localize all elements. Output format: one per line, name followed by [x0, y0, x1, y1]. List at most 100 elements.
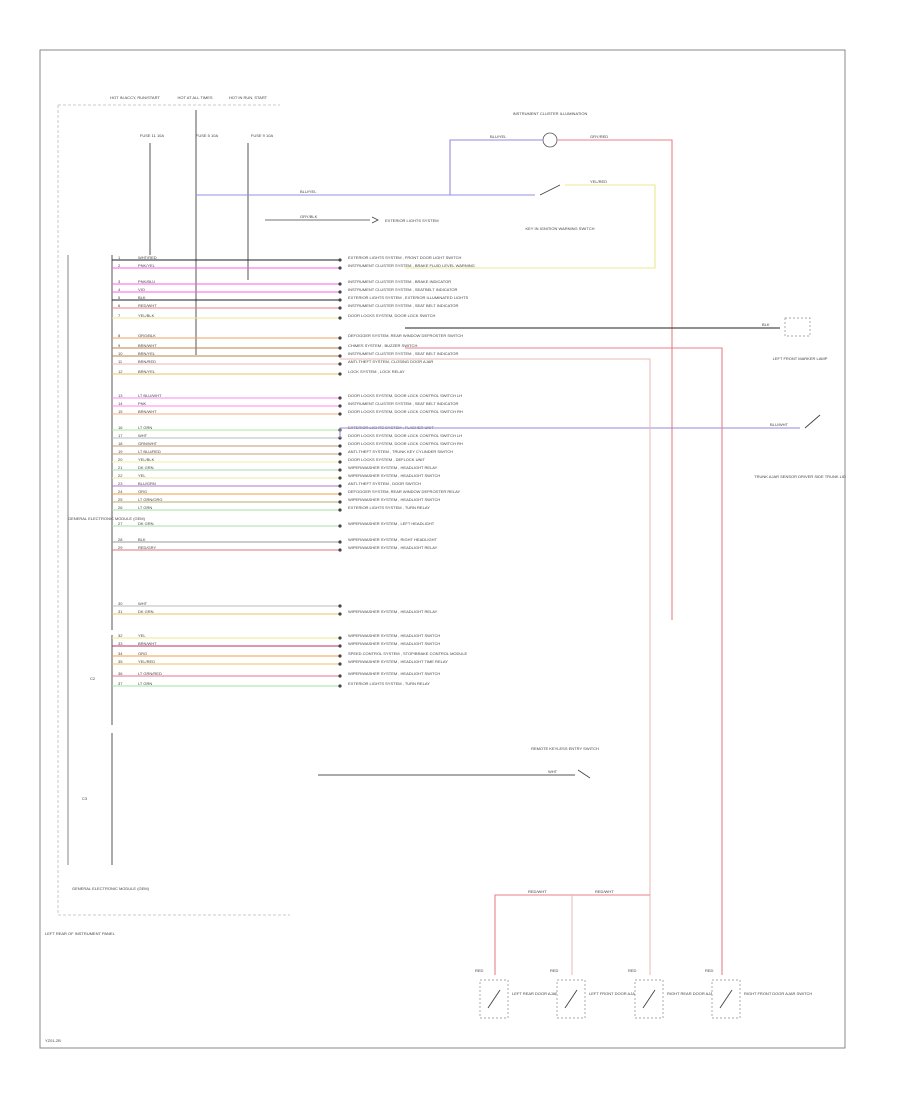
- switch-label: LEFT REAR DOOR AJAR SWITCH: [512, 991, 575, 996]
- destination-label: WIPER/WASHER SYSTEM , HEADLIGHT RELAY: [348, 465, 438, 470]
- destination-label: ANTI-THEFT SYSTEM , TRUNK KEY CYLINDER S…: [348, 449, 453, 454]
- destination-label: WIPER/WASHER SYSTEM , RIGHT HEADLIGHT: [348, 537, 437, 542]
- pin-row: 15 BRN/WHT DOOR LOCKS SYSTEM, DOOR LOCK CO…: [112, 409, 463, 416]
- connector-dot: [338, 662, 342, 666]
- pin-number: 31: [118, 609, 123, 614]
- destination-label: EXTERIOR LIGHTS SYSTEM , EXTERIOR ILLUMI…: [348, 295, 469, 300]
- connector-dot: [338, 266, 342, 270]
- remote-label: REMOTE KEYLESS ENTRY SWITCH: [531, 746, 599, 751]
- connector-dot: [338, 636, 342, 640]
- connector-dot: [338, 258, 342, 262]
- pin-row: 11 BRN/RED ANTI-THEFT SYSTEM, CLOSING DOOR…: [112, 359, 433, 366]
- connector-dot: [338, 452, 342, 456]
- wire-color-label: BRN/WHT: [138, 409, 157, 414]
- destination-label: WIPER/WASHER SYSTEM , HEADLIGHT SWITCH: [348, 497, 440, 502]
- wire-color-label: ORG: [138, 651, 147, 656]
- destination-label: WIPER/WASHER SYSTEM , HEADLIGHT SWITCH: [348, 473, 440, 478]
- pin-number: 20: [118, 457, 123, 462]
- wire-label: BLU/YEL: [300, 189, 317, 194]
- destination-label: WIPER/WASHER SYSTEM , HEADLIGHT RELAY: [348, 545, 438, 550]
- wire-color-label: YEL: [138, 633, 146, 638]
- connector-dot: [338, 540, 342, 544]
- wire-color-label: BRN/RED: [138, 359, 156, 364]
- destination-label: ANTI-THEFT SYSTEM, CLOSING DOOR AJAR: [348, 359, 433, 364]
- connector-dot: [338, 404, 342, 408]
- wire-color-label: LT GRN/ORG: [138, 497, 163, 502]
- exterior-ref: EXTERIOR LIGHTS SYSTEM: [385, 218, 439, 223]
- destination-label: WIPER/WASHER SYSTEM , LEFT HEADLIGHT: [348, 521, 435, 526]
- destination-label: DOOR LOCKS SYSTEM, DOOR LOCK CONTROL SWI…: [348, 409, 463, 414]
- connector-label: C3: [82, 796, 88, 801]
- pin-number: 34: [118, 651, 123, 656]
- pin-row: 36 LT GRN/RED WIPER/WASHER SYSTEM , HEADLI…: [112, 671, 440, 678]
- switch-icon: [539, 184, 561, 196]
- remote-switch-icon: [577, 769, 591, 779]
- destination-label: INSTRUMENT CLUSTER SYSTEM , BRAKE INDICA…: [348, 279, 451, 284]
- destination-label: EXTERIOR LIGHTS SYSTEM , FRONT DOOR LIGH…: [348, 255, 462, 260]
- pin-number: 25: [118, 497, 123, 502]
- door-switch-icon: [642, 989, 656, 1009]
- wire-label: YEL/RED: [590, 179, 607, 184]
- connector-dot: [338, 372, 342, 376]
- connector-dot: [338, 604, 342, 608]
- wire-color-label: ORG: [138, 489, 147, 494]
- connector-dot: [338, 354, 342, 358]
- connector-dot: [338, 484, 342, 488]
- destination-label: DOOR LOCKS SYSTEM, DOOR LOCK CONTROL SWI…: [348, 441, 463, 446]
- pin-number: 15: [118, 409, 123, 414]
- pin-number: 11: [118, 359, 123, 364]
- pin-number: 4: [118, 287, 121, 292]
- remote-wire: WHT: [548, 769, 558, 774]
- destination-label: DOOR LOCKS SYSTEM, DOOR LOCK SWITCH: [348, 313, 435, 318]
- wire-color-label: LT BLU/RED: [138, 449, 161, 454]
- connector-dot: [338, 444, 342, 448]
- bottom-wire-label: RED/WHT: [595, 889, 614, 894]
- pin-number: 14: [118, 401, 123, 406]
- wire-color-label: LT GRN: [138, 681, 152, 686]
- pin-number: 21: [118, 465, 123, 470]
- connector-dot: [338, 674, 342, 678]
- wire-color-label: BLU/GRN: [138, 481, 156, 486]
- switch-top-label: RED: [705, 968, 714, 973]
- marker-lamp-icon: [784, 317, 811, 337]
- connector-dot: [338, 412, 342, 416]
- trunk-label: TRUNK AJAR SENSOR DRIVER SIDE TRUNK LID: [754, 474, 846, 479]
- connector-dot: [338, 362, 342, 366]
- pin-number: 19: [118, 449, 123, 454]
- connector-dot: [338, 306, 342, 310]
- pin-number: 16: [118, 425, 123, 430]
- pin-number: 33: [118, 641, 123, 646]
- connector-dot: [338, 684, 342, 688]
- door-ajar-switch: RED RIGHT FRONT DOOR AJAR SWITCH: [705, 968, 812, 1019]
- wire-color-label: WHT: [138, 601, 148, 606]
- wire-color-label: DK GRN: [138, 465, 154, 470]
- wire-color-label: PNK/YEL: [138, 263, 156, 268]
- wire-color-label: LT GRN/RED: [138, 671, 162, 676]
- wire-color-label: BRN/WHT: [138, 641, 157, 646]
- pin-number: 36: [118, 671, 123, 676]
- destination-label: WIPER/WASHER SYSTEM , HEADLIGHT SWITCH: [348, 671, 440, 676]
- wire-color-label: WHT/RED: [138, 255, 157, 260]
- pin-row: 19 LT BLU/RED ANTI-THEFT SYSTEM , TRUNK KE…: [112, 449, 453, 456]
- destination-label: LOCK SYSTEM , LOCK RELAY: [348, 369, 405, 374]
- bottom-switches: RED/WHT RED/WHT RED LEFT REAR DOOR AJAR …: [475, 889, 812, 1019]
- destination-label: WIPER/WASHER SYSTEM , HEADLIGHT RELAY: [348, 609, 438, 614]
- fuse-label: FUSE 9 10A: [251, 133, 274, 138]
- diagram-border: [39, 49, 846, 1049]
- switch-label: RIGHT REAR DOOR AJAR SWITCH: [667, 991, 733, 996]
- pin-number: 5: [118, 295, 121, 300]
- connector-dot: [338, 316, 342, 320]
